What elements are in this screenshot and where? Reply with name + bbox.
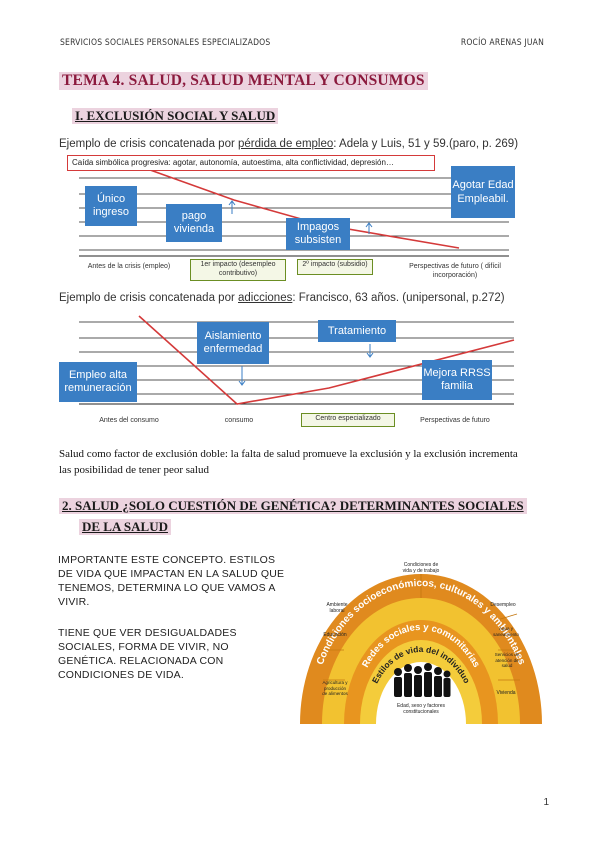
chart2-diagram: Empleo alta remuneración Aislamiento enf… xyxy=(59,310,529,432)
box-impagos: Impagos subsisten xyxy=(286,218,350,250)
tick-label: 2º impacto (subsidio) xyxy=(297,259,373,275)
health-determinants-diagram: Condiciones socioeconómicos, culturales … xyxy=(298,540,544,726)
box-agotar: Agotar Edad Empleabil. xyxy=(451,166,515,218)
header-right: ROCÍO ARENAS JUAN xyxy=(460,38,544,48)
people-silhouettes xyxy=(394,663,451,697)
rainbow-graphic: Condiciones socioeconómicos, culturales … xyxy=(300,574,542,724)
section2-heading-line2: DE LA SALUD xyxy=(79,519,171,535)
right-item: Servicios de atención de salud xyxy=(494,652,520,668)
inequality-paragraph: TIENE QUE VER DESIGUALDADES SOCIALES, FO… xyxy=(58,627,237,681)
importance-paragraph: IMPORTANTE ESTE CONCEPTO. ESTILOS DE VID… xyxy=(58,554,285,608)
section2-heading-line1: 2. SALUD ¿SOLO CUESTIÓN DE GENÉTICA? DET… xyxy=(59,498,527,514)
chart1-diagram: Caída simbólica progresiva: agotar, auto… xyxy=(59,152,529,288)
page-title: TEMA 4. SALUD, SALUD MENTAL Y CONSUMOS xyxy=(59,72,428,90)
box-tratamiento: Tratamiento xyxy=(318,320,396,342)
conditions-label: Condiciones de vida y de trabajo xyxy=(402,562,440,574)
chart2-label: Ejemplo de crisis concatenada por adicci… xyxy=(59,292,505,304)
header-left: SERVICIOS SOCIALES PERSONALES ESPECIALIZ… xyxy=(60,38,271,48)
tick-label: 1er impacto (desempleo contributivo) xyxy=(190,259,286,281)
left-item: Agricultura y producción de alimentos xyxy=(322,680,348,696)
box-unico-ingreso: Único ingreso xyxy=(85,186,137,226)
right-item: Vivienda xyxy=(496,690,516,696)
exclusion-paragraph: Salud como factor de exclusión doble: la… xyxy=(59,448,518,476)
decline-line xyxy=(138,165,460,249)
core-label: Edad, sexo y factores constitucionales xyxy=(396,703,446,715)
chart1-banner: Caída simbólica progresiva: agotar, auto… xyxy=(67,155,435,171)
box-aislamiento: Aislamiento enfermedad xyxy=(197,322,269,364)
page-number: 1 xyxy=(543,797,549,808)
tick-label: Antes de la crisis (empleo) xyxy=(87,263,171,270)
box-empleo: Empleo alta remuneración xyxy=(59,362,137,402)
box-mejora: Mejora RRSS familia xyxy=(422,360,492,400)
chart2-graphic xyxy=(79,315,515,405)
tick-label: Centro especializado xyxy=(301,413,395,427)
trajectory-line xyxy=(138,315,515,405)
tick-label: Antes del consumo xyxy=(99,417,159,424)
box-pago-vivienda: pago vivienda xyxy=(166,204,222,242)
tick-label: Perspectivas de futuro ( difícil incorpo… xyxy=(409,263,501,279)
left-item: Ambiente laboral xyxy=(326,602,348,614)
right-item: Agua y saneamiento xyxy=(493,626,519,637)
tick-label: consumo xyxy=(224,417,254,424)
chart1-label: Ejemplo de crisis concatenada por pérdid… xyxy=(59,138,519,150)
section1-heading: I. EXCLUSIÓN SOCIAL Y SALUD xyxy=(72,108,279,124)
left-item: Educación xyxy=(323,632,347,638)
tick-label: Perspectivas de futuro xyxy=(420,417,490,424)
right-item: Desempleo xyxy=(490,602,516,608)
